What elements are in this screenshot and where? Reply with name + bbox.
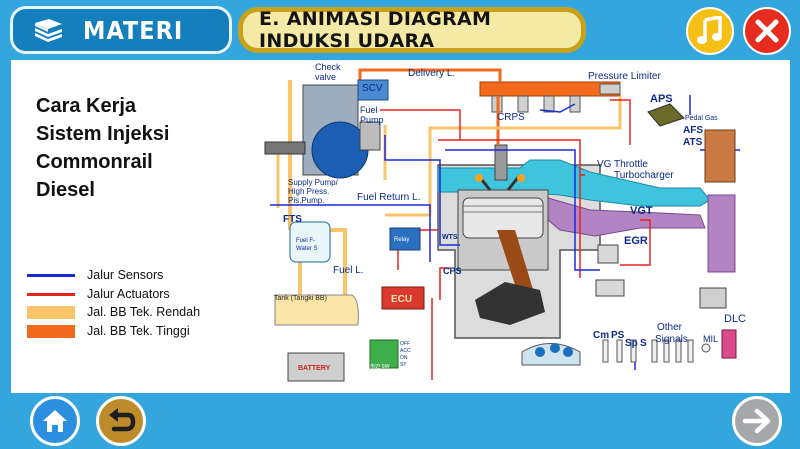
connecting-rod (497, 230, 535, 300)
heading-line: Commonrail (36, 151, 153, 173)
book-icon (31, 16, 65, 44)
label-wts: WTS (442, 234, 458, 241)
heading-line: Diesel (36, 179, 95, 201)
music-note-icon (697, 16, 722, 44)
label-relay: Relay (394, 237, 409, 243)
label-fuel-filter-1: Fuel F- (296, 238, 315, 244)
scv-valve (357, 79, 389, 101)
label-supply-pump-2: High Press. (288, 187, 329, 196)
label-cm: Cm (593, 330, 609, 341)
page-title: E. ANIMASI DIAGRAM INDUKSI UDARA (259, 8, 492, 52)
label-check-valve-2: valve (315, 72, 336, 82)
section-label: MATERI (83, 15, 184, 45)
legend-swatch (27, 324, 75, 338)
label-egr: EGR (624, 235, 648, 247)
fuel-pump-unit (359, 121, 381, 151)
label-supply-pump-1: Supply Pump/ (288, 178, 339, 187)
accelerator-pedal (647, 103, 685, 127)
label-aps: APS (650, 93, 673, 105)
label-mil: MIL (703, 334, 718, 344)
label-vgt: VGT (630, 205, 653, 217)
label-sw: 市辺 SW (370, 363, 390, 370)
label-sp: Sp (625, 338, 638, 349)
legend-item-sensors: Jalur Sensors (27, 268, 163, 282)
label-fuel-return: Fuel Return L. (357, 192, 420, 203)
label-fts: FTS (283, 214, 302, 225)
label-pressure-limiter: Pressure Limiter (588, 71, 661, 82)
fuel-filter (289, 221, 331, 263)
label-fuel-pump-1: Fuel (360, 105, 378, 115)
next-button[interactable] (732, 396, 782, 446)
common-rail (479, 81, 621, 97)
exhaust-manifold (547, 197, 706, 237)
music-button[interactable] (686, 7, 734, 55)
label-sw-st: ST (400, 362, 406, 368)
label-fuel-filter-2: Water S (296, 246, 317, 252)
next-arrow-icon (742, 408, 771, 434)
label-dlc: DLC (724, 313, 746, 325)
label-sw-acc: ACC (400, 348, 411, 354)
ignition-switch (369, 339, 399, 369)
label-tank: Tank (Tangki BB) (274, 295, 327, 302)
fuel-tank (274, 294, 359, 326)
label-pedal-gas: Pedal Gas (685, 115, 718, 122)
legend-item-low-pressure: Jal. BB Tek. Rendah (27, 305, 200, 319)
legend-item-high-pressure: Jal. BB Tek. Tinggi (27, 324, 190, 338)
heading-line: Cara Kerja (36, 95, 137, 117)
turbocharger (704, 129, 736, 183)
legend-item-actuators: Jalur Actuators (27, 287, 170, 301)
home-button[interactable] (30, 396, 80, 446)
commonrail-diagram: Check valve SCV Delivery L. Pressure Lim… (264, 62, 746, 382)
legend-label: Jal. BB Tek. Rendah (87, 305, 201, 319)
label-turbocharger: Turbocharger (614, 170, 674, 181)
label-ps: PS (611, 330, 625, 341)
label-ats: ATS (683, 137, 703, 148)
close-button[interactable] (743, 7, 791, 55)
label-sw-off: OFF (400, 341, 410, 347)
materi-header-button[interactable]: MATERI (10, 6, 232, 54)
dlc-connector (721, 329, 737, 359)
legend-swatch (27, 292, 75, 296)
battery-box (287, 352, 345, 382)
label-vg-throttle: VG Throttle (597, 159, 648, 170)
label-s: S (640, 338, 647, 349)
legend-swatch (27, 305, 75, 319)
injector (494, 144, 508, 181)
pressure-limiter-valve (599, 83, 621, 95)
heading-line: Sistem Injeksi (36, 123, 170, 145)
ecu-box (381, 286, 425, 310)
label-battery: BATTERY (298, 365, 331, 372)
label-other-signals-2: Signals (655, 334, 688, 345)
label-sw-on: ON (400, 355, 408, 361)
legend-label: Jalur Sensors (87, 268, 164, 282)
legend-label: Jalur Actuators (87, 287, 170, 301)
close-x-icon (755, 19, 779, 43)
label-supply-pump-3: Pis.Pump. (288, 196, 324, 205)
label-crps: CRPS (497, 112, 525, 123)
label-other-signals-1: Other (657, 322, 683, 333)
legend-swatch (27, 273, 75, 277)
label-delivery: Delivery L. (408, 68, 455, 79)
crankshaft (475, 282, 545, 325)
label-scv: SCV (362, 83, 383, 94)
label-fuel-l: Fuel L. (333, 265, 364, 276)
relay-box (389, 227, 421, 251)
label-ecu: ECU (391, 294, 412, 305)
exhaust-pipe (707, 194, 736, 273)
page-title-pill: E. ANIMASI DIAGRAM INDUKSI UDARA (238, 7, 586, 53)
home-icon (43, 410, 67, 432)
back-arrow-icon (109, 408, 136, 432)
label-check-valve: Check (315, 62, 341, 72)
legend-label: Jal. BB Tek. Tinggi (87, 324, 190, 338)
back-button[interactable] (96, 396, 146, 446)
label-afs: AFS (683, 125, 703, 136)
label-cps: CPS (443, 266, 462, 276)
label-fuel-pump-2: Pump (360, 115, 384, 125)
content-heading: Cara Kerja Sistem Injeksi Commonrail Die… (36, 92, 169, 204)
egr-valve (597, 244, 619, 264)
